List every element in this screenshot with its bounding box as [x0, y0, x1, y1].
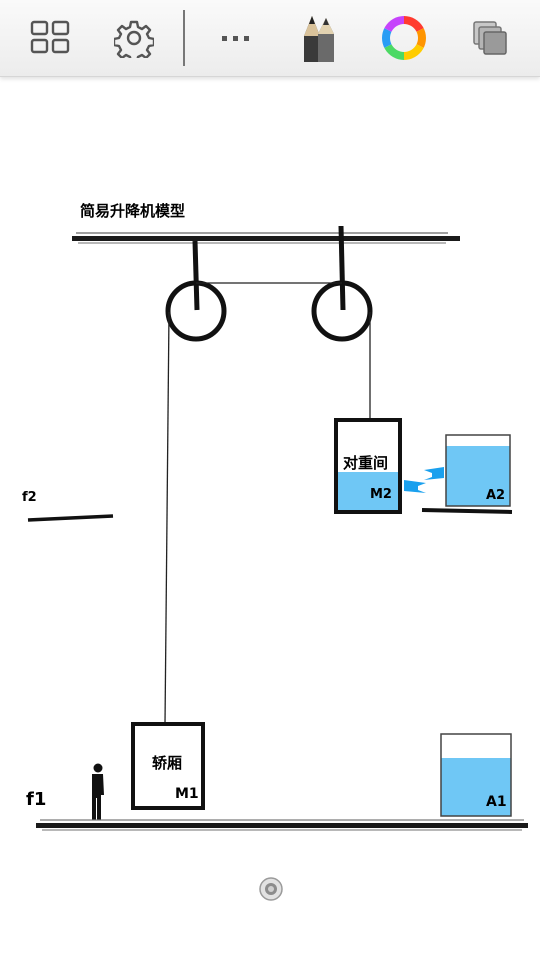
ceiling-beam — [72, 232, 460, 244]
counterweight-label: 对重间 — [343, 454, 389, 472]
more-options-icon[interactable] — [208, 0, 264, 76]
color-wheel-icon[interactable] — [376, 0, 432, 76]
diagram-title: 简易升降机模型 — [80, 202, 186, 220]
tank-a2-label: A2 — [486, 488, 506, 503]
counterweight-box — [334, 418, 402, 514]
tank-a1-label: A1 — [486, 794, 507, 810]
water-flow-arrows — [404, 467, 444, 493]
right-pulley-hanger — [338, 225, 346, 311]
left-pulley-hanger — [192, 240, 200, 311]
elevator-diagram — [27, 225, 528, 831]
settings-gear-icon[interactable] — [106, 0, 162, 76]
layers-icon[interactable] — [462, 0, 518, 76]
person-silhouette — [92, 763, 104, 820]
pencil-tools-icon[interactable] — [290, 0, 346, 76]
tank-a1 — [440, 733, 512, 817]
toolbar — [0, 0, 540, 77]
car-mass-label: M1 — [175, 786, 199, 802]
car-label: 轿厢 — [152, 754, 183, 772]
floor-f2-line — [27, 514, 114, 522]
floor-f1-label: f1 — [26, 789, 47, 810]
grid-icon[interactable] — [22, 0, 78, 76]
elevator-car — [131, 722, 205, 810]
drawing-canvas[interactable]: 简易升降机模型 对重间 M2 A2 f2 轿厢 M1 A1 f1 — [0, 78, 540, 960]
canvas-handle-icon[interactable] — [258, 876, 284, 902]
floor-f2-label: f2 — [22, 490, 37, 505]
tank-a2 — [445, 434, 511, 507]
car-rope — [164, 311, 170, 725]
ground-line — [36, 819, 528, 831]
counterweight-mass-label: M2 — [370, 487, 392, 502]
tank-a2-shelf — [421, 508, 513, 514]
toolbar-divider — [183, 10, 185, 66]
